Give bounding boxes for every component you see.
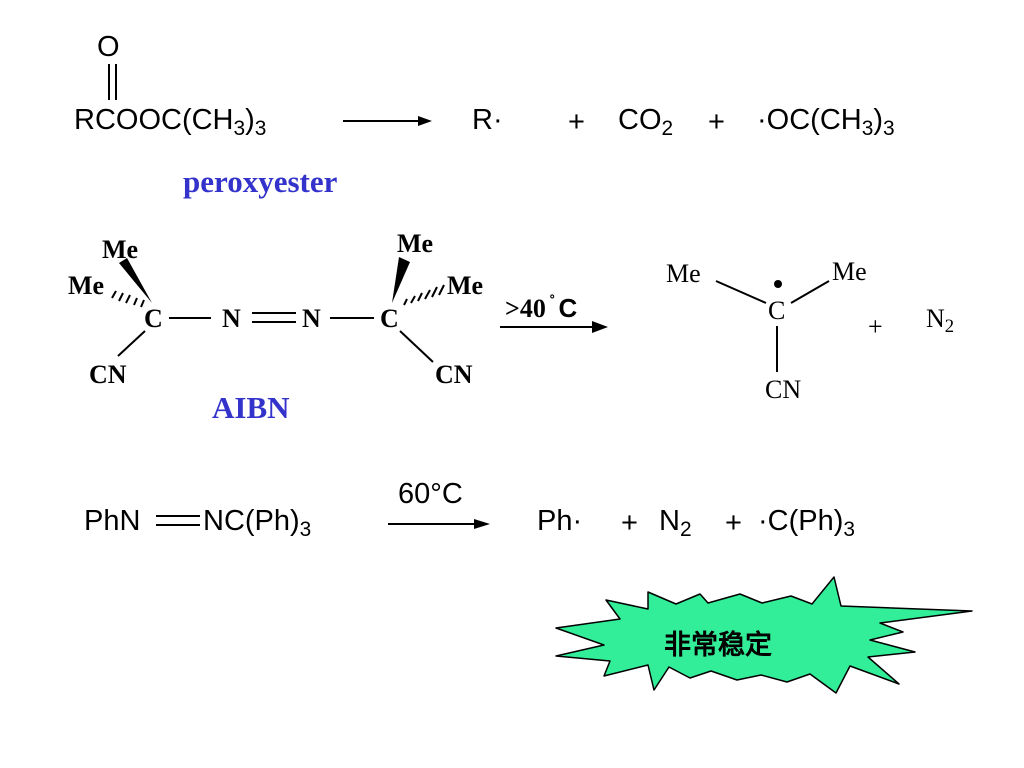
product-me-bond-right xyxy=(790,280,830,304)
left-nitrile: CN xyxy=(89,360,127,389)
peroxyester-formula-sub1: 3 xyxy=(233,116,246,140)
left-c-cn-bond xyxy=(117,330,146,357)
reaction2-arrowhead xyxy=(592,321,608,333)
carbon-dioxide: CO2 xyxy=(618,104,673,139)
left-quaternary-carbon: C xyxy=(144,304,163,333)
trityl-radical-sub: 3 xyxy=(843,517,856,541)
plus-sign-2: + xyxy=(868,312,883,341)
nitrogen-gas-3-main: N xyxy=(659,505,680,537)
nitrogen-gas-3-sub: 2 xyxy=(679,517,692,541)
tert-butoxy-main: ·OC(CH xyxy=(757,104,862,136)
peroxyester-formula-sub2: 3 xyxy=(254,116,267,140)
co2-main: CO xyxy=(618,104,662,136)
left-methyl-top: Me xyxy=(102,235,139,264)
peroxyester-label: peroxyester xyxy=(183,164,338,199)
right-methyl-top: Me xyxy=(397,229,434,258)
product-nitrile: CN xyxy=(765,375,802,404)
plus-sign-3b: + xyxy=(725,507,742,539)
plus-sign-1b: + xyxy=(708,106,725,138)
nitrogen-gas-2: N2 xyxy=(926,304,954,337)
peroxyester-formula-main: RCOOC(CH xyxy=(74,104,234,136)
product-methyl-right: Me xyxy=(832,257,867,286)
nitrogen-gas-2-main: N xyxy=(926,304,945,333)
reaction2-condition-unit: C xyxy=(558,293,578,323)
plus-sign-1a: + xyxy=(568,106,585,138)
reaction2-condition-number: >40 xyxy=(505,294,546,323)
left-hashed-bond xyxy=(111,290,145,308)
peroxyester-formula-close: ) xyxy=(245,104,255,136)
right-hashed-bond xyxy=(403,284,445,306)
alkyl-radical: R· xyxy=(472,104,503,136)
product-methyl-left: Me xyxy=(666,259,701,288)
trityl-radical-main: ·C(Ph) xyxy=(758,505,844,537)
nitrogen-gas-2-sub: 2 xyxy=(944,316,955,338)
azo-nitrogen-right: N xyxy=(302,304,321,333)
co2-sub: 2 xyxy=(661,116,674,140)
plus-sign-3a: + xyxy=(621,507,638,539)
reaction2-condition: >40˚C xyxy=(505,293,577,322)
very-stable-callout-text: 非常稳定 xyxy=(664,630,772,661)
tert-butoxy-sub1: 3 xyxy=(861,116,874,140)
aibn-label: AIBN xyxy=(212,390,290,425)
reaction3-arrowhead xyxy=(474,519,490,529)
azo-reactant-right: NC(Ph)3 xyxy=(203,505,311,540)
tert-butoxy-close: ) xyxy=(873,104,883,136)
azo-nitrogen-left: N xyxy=(222,304,241,333)
reaction3-condition: 60°C xyxy=(398,478,463,510)
nitrogen-gas-3: N2 xyxy=(659,505,692,540)
reaction2-condition-degree: ˚ xyxy=(548,292,556,314)
right-c-cn-bond xyxy=(399,330,434,363)
left-methyl-side: Me xyxy=(68,271,105,300)
product-me-bond-left xyxy=(715,280,767,304)
tert-butoxy-sub2: 3 xyxy=(883,116,895,140)
tert-butoxy-radical: ·OC(CH3)3 xyxy=(757,104,895,139)
left-wedge-bond xyxy=(119,258,152,303)
azo-reactant-right-main: NC(Ph) xyxy=(203,505,300,537)
trityl-radical: ·C(Ph)3 xyxy=(758,505,855,540)
right-nitrile: CN xyxy=(435,360,473,389)
peroxyester-formula: RCOOC(CH3)3 xyxy=(74,104,266,139)
reaction1-arrowhead xyxy=(418,116,432,126)
azo-reactant-left: PhN xyxy=(84,505,141,537)
azo-reactant-right-sub: 3 xyxy=(299,517,312,541)
carbonyl-oxygen: O xyxy=(97,31,120,63)
product-radical-carbon: C xyxy=(768,296,786,325)
phenyl-radical: Ph· xyxy=(537,505,583,537)
right-quaternary-carbon: C xyxy=(380,304,399,333)
starburst-callout-shape xyxy=(555,576,973,694)
right-methyl-side: Me xyxy=(447,271,484,300)
right-wedge-bond xyxy=(392,257,410,303)
radical-dot xyxy=(774,280,782,288)
